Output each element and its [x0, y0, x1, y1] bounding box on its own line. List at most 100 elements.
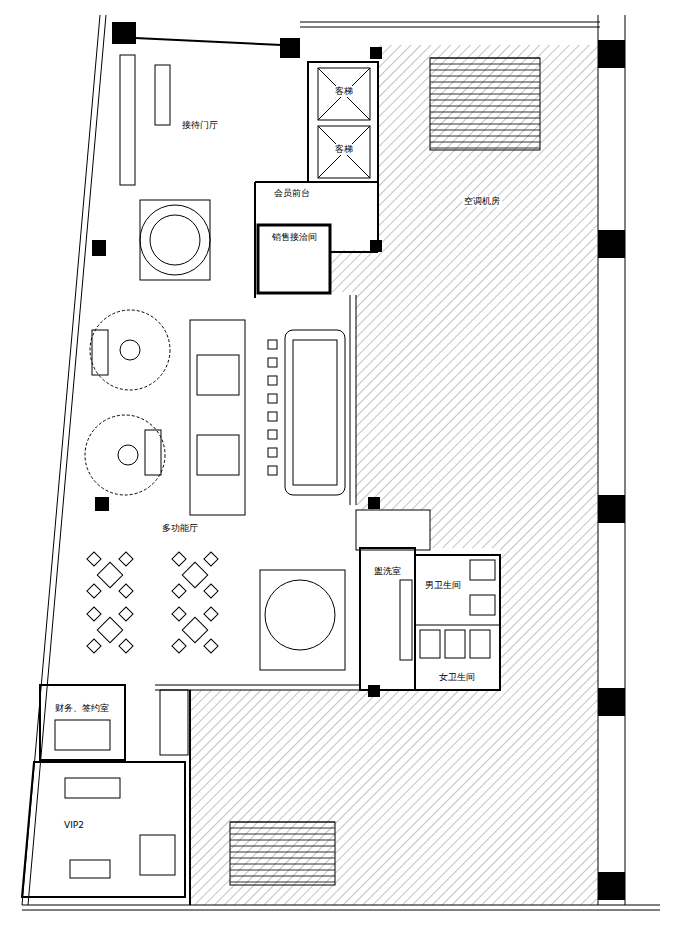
column [598, 688, 625, 716]
bar-counter [293, 340, 337, 485]
elevator-car [318, 68, 370, 120]
area-label: 接待门厅 [180, 120, 220, 131]
interior-walls [22, 62, 500, 905]
table-top [197, 355, 239, 395]
stair-step [430, 112, 540, 113]
chair [87, 639, 101, 653]
wall [254, 182, 256, 298]
stair-step [430, 82, 540, 83]
room-wall [40, 685, 125, 760]
column [598, 495, 625, 523]
column [92, 240, 106, 256]
stair-step [430, 94, 540, 95]
bar-stool [268, 376, 277, 385]
corridor-ground [356, 510, 430, 550]
column [598, 230, 625, 258]
meeting-area [260, 570, 345, 670]
stair-step [430, 100, 540, 101]
room-box: 客梯 [320, 144, 368, 160]
cafe-table [182, 562, 207, 587]
room-name: 客梯 [333, 86, 355, 97]
room-name: 客梯 [333, 144, 355, 155]
room-box: 财务、签约室 [42, 703, 122, 719]
toilet-stall [470, 560, 495, 580]
cafe-table [182, 617, 207, 642]
stair-step [230, 864, 335, 865]
room-wall [415, 555, 500, 690]
room-name: 女卫生间 [437, 672, 477, 683]
column [112, 22, 136, 44]
stair-step [230, 858, 335, 859]
chair [87, 552, 101, 566]
wall [189, 690, 191, 905]
round-table [265, 580, 335, 650]
stair-outline [230, 822, 335, 885]
area-label: 多功能厅 [160, 523, 200, 534]
stair-step [430, 130, 540, 131]
chair [204, 552, 218, 566]
model-table [140, 205, 210, 275]
storage [160, 690, 188, 755]
elevator-shaft [308, 62, 378, 182]
stair-step [230, 852, 335, 853]
stair-step [430, 64, 540, 65]
wall [625, 15, 626, 905]
lounge-area [85, 415, 165, 495]
display-base [140, 200, 210, 280]
column [368, 497, 380, 509]
chair [119, 552, 133, 566]
elevator-car [318, 126, 370, 178]
chair [172, 639, 186, 653]
bar-stool [268, 412, 277, 421]
chair [119, 607, 133, 621]
chair [119, 639, 133, 653]
stair-step [230, 840, 335, 841]
counter [120, 55, 135, 185]
toilet-stall [420, 630, 440, 658]
chair [172, 552, 186, 566]
column [598, 872, 625, 900]
toilet-stall [470, 595, 495, 615]
chair [172, 607, 186, 621]
bar-stool [268, 394, 277, 403]
wall [300, 27, 600, 28]
sofa [145, 430, 161, 475]
column [598, 40, 625, 68]
wall [22, 910, 660, 911]
sofa [70, 860, 110, 878]
bar-stool [268, 358, 277, 367]
bar-counter [285, 330, 345, 495]
coffee-table [118, 445, 138, 465]
stair-step [430, 70, 540, 71]
chair [204, 607, 218, 621]
chair [119, 584, 133, 598]
room-name: 会员前台 [272, 188, 312, 199]
wall [377, 182, 379, 252]
room-wall [22, 762, 185, 897]
room-name: 销售接洽间 [270, 232, 319, 243]
stair-step [230, 828, 335, 829]
chair [204, 584, 218, 598]
room-box: 销售接洽间 [262, 232, 326, 248]
stair-step [230, 876, 335, 877]
wash-basin [400, 580, 412, 660]
room-name: 男卫生间 [423, 580, 463, 591]
sofa [92, 330, 108, 375]
table-top [197, 435, 239, 475]
chair [204, 639, 218, 653]
room-box: 客梯 [320, 86, 368, 102]
wall [356, 295, 357, 505]
columns [92, 22, 625, 900]
stair-step [430, 88, 540, 89]
stair-outline [430, 58, 540, 150]
bar-stool [268, 466, 277, 475]
wall [598, 15, 599, 905]
bar-stool [268, 340, 277, 349]
room-name: 财务、签约室 [53, 703, 111, 714]
stair-step [430, 142, 540, 143]
coffee-table [120, 340, 140, 360]
washroom-ground [360, 548, 500, 690]
room-wall [360, 548, 415, 690]
